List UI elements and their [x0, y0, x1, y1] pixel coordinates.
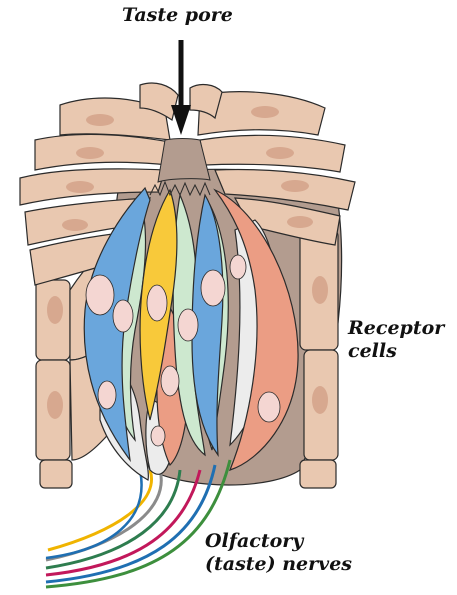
taste-pore-label: Taste pore [122, 4, 233, 27]
nucleus [230, 255, 246, 279]
epithelial-nucleus [312, 276, 328, 304]
epithelial-nucleus [76, 147, 104, 159]
epithelial-nucleus [266, 147, 294, 159]
nucleus [147, 285, 167, 321]
nucleus [86, 275, 114, 315]
epithelium-right [300, 230, 338, 488]
nucleus [151, 426, 165, 446]
epithelial-nucleus [47, 391, 63, 419]
nucleus [98, 381, 116, 409]
epithelial-nucleus [66, 181, 94, 193]
nucleus [178, 309, 198, 341]
receptor-cells-label: Receptor cells [348, 317, 444, 363]
nerves-label-line1: Olfactory [205, 530, 352, 553]
epithelial-nucleus [62, 219, 88, 231]
nucleus [258, 392, 280, 422]
epithelial-nucleus [86, 114, 114, 126]
receptor-cells-label-line2: cells [348, 340, 444, 363]
nucleus [113, 300, 133, 332]
nucleus [201, 270, 225, 306]
nerves-label: Olfactory (taste) nerves [205, 530, 352, 576]
epithelial-nucleus [312, 386, 328, 414]
receptor-cells-label-line1: Receptor [348, 317, 444, 340]
taste-pore-arrow [171, 40, 191, 135]
epithelial-cell [300, 460, 336, 488]
nerves-label-line2: (taste) nerves [205, 553, 352, 576]
nucleus [161, 366, 179, 396]
epithelial-cell [40, 460, 72, 488]
epithelial-nucleus [251, 106, 279, 118]
epithelial-nucleus [47, 296, 63, 324]
epithelial-nucleus [287, 216, 313, 228]
epithelial-nucleus [281, 180, 309, 192]
